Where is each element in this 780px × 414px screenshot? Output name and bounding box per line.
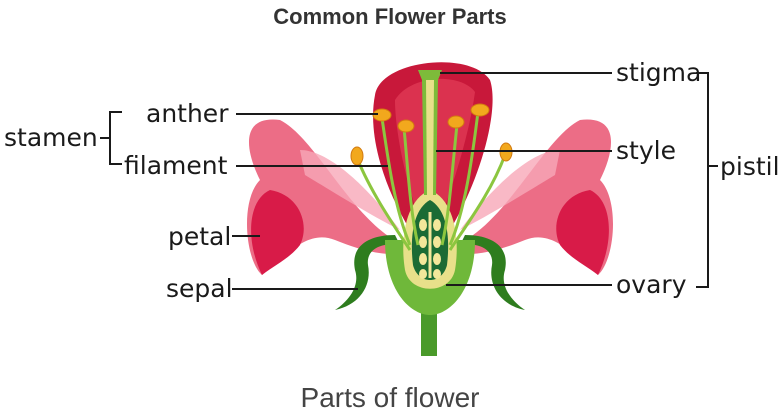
stamen-bracket [100,111,122,165]
petal-left-tip [251,190,304,275]
label-style: style [616,136,676,165]
label-pistil: pistil [720,152,780,181]
petal-left-highlight [300,150,400,230]
filaments [355,111,507,251]
flower-illustration [247,62,613,356]
sepal-left [335,235,400,310]
label-stamen: stamen [4,123,98,152]
label-petal: petal [168,222,231,251]
petal-right-tip [556,190,609,275]
label-filament: filament [124,151,228,180]
label-stigma: stigma [616,58,701,87]
sepal-right [460,235,525,310]
diagram-caption: Parts of flower [300,382,480,413]
style-core [426,80,434,195]
leader-lines [100,72,718,290]
ovules [419,212,441,279]
label-anther: anther [146,99,229,128]
pistil-bracket [696,72,718,288]
diagram-title: Common Flower Parts [273,4,507,29]
petal-right-highlight [460,150,560,230]
label-ovary: ovary [616,270,687,299]
label-sepal: sepal [166,274,233,303]
